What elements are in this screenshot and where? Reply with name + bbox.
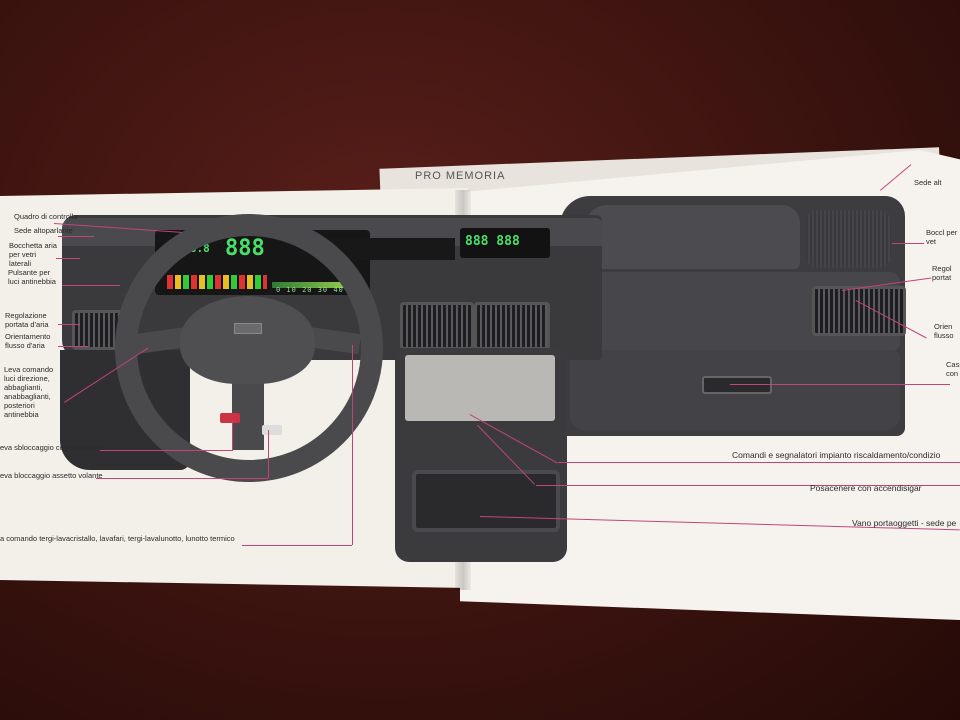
label-leva: Leva comando luci direzione, abbaglianti… (4, 365, 54, 419)
page-header: PRO MEMORIA (415, 170, 506, 182)
passenger-top-cover (585, 205, 800, 269)
label-posacenere: Posacenere con accendisigar (810, 483, 922, 493)
steering-badge (234, 323, 262, 334)
label-regolazione: Regolazione portata d'aria (5, 311, 49, 329)
center-strip (330, 238, 455, 260)
glovebox-handle (702, 376, 772, 394)
label-edge-sede: Sede alt (914, 178, 942, 187)
hood-release-lever (220, 413, 240, 423)
steering-tilt-lever (262, 425, 282, 435)
label-assetto: eva bloccaggio assetto volante (0, 471, 103, 480)
label-edge-bocchetta: Boccl per vet (926, 228, 958, 246)
label-bocchetta: Bocchetta aria per vetri laterali (9, 241, 57, 268)
label-edge-orientamento: Orien flusso (934, 322, 954, 340)
leader-assetto (96, 478, 268, 479)
leader-assetto-v (268, 430, 269, 478)
steering-wheel-hub (180, 296, 315, 384)
speaker-grille (806, 210, 891, 268)
leader-tergi-v (352, 345, 353, 545)
leader-orientamento (58, 346, 88, 347)
leader-cofano (100, 450, 233, 451)
label-edge-cassetto: Cassetto con (946, 360, 960, 378)
leader-riscaldamento (558, 462, 960, 463)
label-orientamento: Orientamento flusso d'aria (5, 332, 51, 350)
center-vent-left (400, 302, 474, 350)
leader-sede (58, 236, 94, 237)
leader-pulsante (62, 285, 120, 286)
label-riscaldamento: Comandi e segnalatori impianto riscaldam… (732, 450, 941, 460)
trip-computer (460, 228, 550, 258)
passenger-vent (812, 286, 906, 336)
label-cofano: eva sbloccaggio cofano motore (0, 443, 104, 452)
leader-cofano-v (232, 420, 233, 450)
storage-tray (412, 470, 560, 532)
leader-edge-5 (730, 384, 950, 385)
trip-computer-display: 888 888 (465, 234, 520, 249)
leader-edge-2 (892, 243, 924, 244)
label-sede: Sede altoparlante (14, 226, 73, 235)
label-edge-regolazione: Regol portat (932, 264, 952, 282)
label-vano: Vano portaoggetti - sede pe (852, 518, 957, 528)
leader-bocchetta (56, 258, 80, 259)
label-pulsante: Pulsante per luci antinebbia (8, 268, 56, 286)
leader-regolazione (58, 324, 80, 325)
leader-posacenere (536, 485, 960, 486)
climate-panel (405, 355, 555, 421)
label-tergi: a comando tergi-lavacristallo, lavafari,… (0, 534, 235, 543)
leader-tergi (242, 545, 352, 546)
label-quadro: Quadro di controllo (14, 212, 78, 221)
center-vent-right (474, 302, 550, 350)
